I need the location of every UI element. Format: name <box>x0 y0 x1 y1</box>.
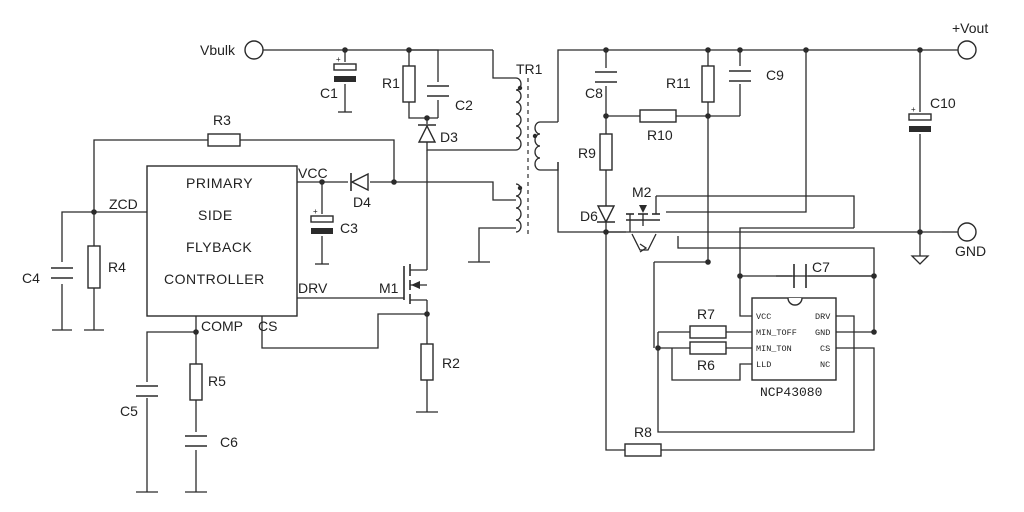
c2-label: C2 <box>455 97 473 113</box>
c1-label: C1 <box>320 85 338 101</box>
r1-label: R1 <box>382 75 400 91</box>
r10-label: R10 <box>647 127 673 143</box>
capacitor-c7: C7 <box>793 259 830 288</box>
capacitor-c10: + C10 <box>908 95 956 132</box>
controller-pin-cs: CS <box>258 318 277 334</box>
r2-label: R2 <box>442 355 460 371</box>
c1-polarity: + <box>336 55 341 64</box>
d3-label: D3 <box>440 129 458 145</box>
m2-label: M2 <box>632 184 652 200</box>
controller-label-line1: PRIMARY <box>186 175 253 191</box>
vout-terminal: +Vout <box>952 20 988 60</box>
c7-label: C7 <box>812 259 830 275</box>
ic-pin-gnd: GND <box>815 328 830 338</box>
c10-polarity: + <box>911 105 916 114</box>
c3-label: C3 <box>340 220 358 236</box>
resistor-r6: R6 <box>689 341 727 373</box>
c5-label: C5 <box>120 403 138 419</box>
r11-label: R11 <box>666 75 691 91</box>
ic-pin-lld: LLD <box>756 360 771 370</box>
c8-label: C8 <box>585 85 603 101</box>
vout-label: +Vout <box>952 20 988 36</box>
resistor-r9: R9 <box>578 133 613 171</box>
resistor-r5: R5 <box>189 363 226 401</box>
resistor-r1: R1 <box>382 65 416 103</box>
capacitor-c8: C8 <box>585 71 617 101</box>
diode-d6: D6 <box>580 205 616 224</box>
r9-label: R9 <box>578 145 596 161</box>
ic-pin-min-ton: MIN_TON <box>756 344 792 354</box>
ncp43080-ic: VCC MIN_TOFF MIN_TON LLD DRV GND CS NC N… <box>751 297 837 400</box>
resistor-r7: R7 <box>689 306 727 339</box>
vbulk-label: Vbulk <box>200 42 236 58</box>
gnd-terminal: GND <box>955 222 986 259</box>
d4-label: D4 <box>353 194 371 210</box>
flyback-controller: PRIMARY SIDE FLYBACK CONTROLLER VCC ZCD … <box>109 165 328 334</box>
transformer-tr1: TR1 <box>515 61 559 234</box>
resistor-r2: R2 <box>420 343 460 381</box>
r3-label: R3 <box>213 112 231 128</box>
gnd-label: GND <box>955 243 986 259</box>
ic-pin-vcc: VCC <box>756 312 771 322</box>
ic-pin-drv: DRV <box>815 312 831 322</box>
capacitor-c2: C2 <box>427 85 473 113</box>
ic-name-label: NCP43080 <box>760 385 822 400</box>
c4-label: C4 <box>22 270 40 286</box>
resistor-r3: R3 <box>207 112 241 147</box>
controller-label-line3: FLYBACK <box>186 239 252 255</box>
r7-label: R7 <box>697 306 715 322</box>
controller-label-line2: SIDE <box>198 207 233 223</box>
diode-d4: D4 <box>350 172 371 210</box>
ic-pin-min-toff: MIN_TOFF <box>756 328 797 338</box>
c6-label: C6 <box>220 434 238 450</box>
capacitor-c9: C9 <box>729 67 784 83</box>
junction-dots <box>91 47 923 351</box>
capacitor-c6: C6 <box>185 434 238 450</box>
diode-d3: D3 <box>417 124 458 145</box>
controller-pin-zcd: ZCD <box>109 196 138 212</box>
capacitor-c5: C5 <box>120 385 158 419</box>
resistor-r10: R10 <box>639 109 677 143</box>
controller-label-line4: CONTROLLER <box>164 271 265 287</box>
c3-polarity: + <box>313 207 318 216</box>
capacitor-c1: + C1 <box>320 55 357 101</box>
c9-label: C9 <box>766 67 784 83</box>
m1-label: M1 <box>379 280 399 296</box>
mosfet-m1: M1 <box>379 264 427 304</box>
resistor-r8: R8 <box>624 424 662 457</box>
r5-label: R5 <box>208 373 226 389</box>
ic-pin-nc: NC <box>820 360 830 370</box>
d6-label: D6 <box>580 208 598 224</box>
capacitor-c3: + C3 <box>310 207 358 236</box>
c10-label: C10 <box>930 95 956 111</box>
capacitor-c4: C4 <box>22 267 73 286</box>
r4-label: R4 <box>108 259 126 275</box>
resistor-r4: R4 <box>87 245 126 289</box>
controller-pin-comp: COMP <box>201 318 243 334</box>
tr1-label: TR1 <box>516 61 543 77</box>
vbulk-terminal: Vbulk <box>200 40 264 60</box>
r8-label: R8 <box>634 424 652 440</box>
resistor-r11: R11 <box>666 65 715 103</box>
r6-label: R6 <box>697 357 715 373</box>
controller-pin-vcc: VCC <box>298 165 328 181</box>
ic-pin-cs: CS <box>820 344 830 354</box>
mosfet-m2: M2 <box>626 184 660 253</box>
controller-pin-drv: DRV <box>298 280 328 296</box>
